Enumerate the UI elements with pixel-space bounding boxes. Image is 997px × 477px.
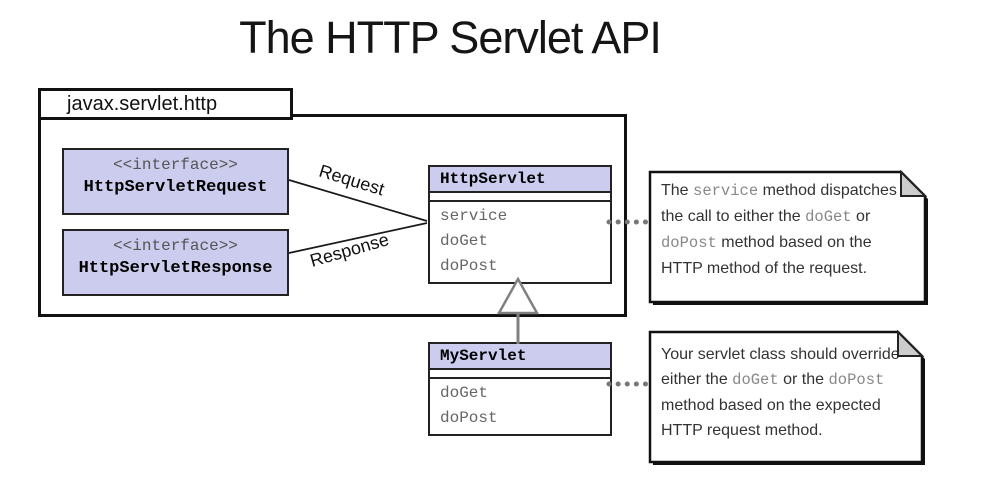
method-item: doPost (440, 257, 498, 275)
method-item: doPost (440, 409, 498, 427)
class-box-myservlet: MyServlet doGet doPost (428, 342, 612, 436)
note-text-segment: or the (778, 371, 829, 388)
method-item: doGet (440, 232, 489, 250)
note-text-segment: or (851, 208, 871, 225)
interface-name: HttpServletRequest (83, 178, 268, 197)
class-name: MyServlet (430, 344, 610, 370)
interface-box-httpservletrequest: <<interface>> HttpServletRequest (62, 148, 289, 215)
note-override-advice: Your servlet class should override eithe… (661, 342, 917, 443)
stereotype-label: <<interface>> (113, 156, 238, 174)
interface-name: HttpServletResponse (78, 259, 273, 278)
class-box-httpservlet: HttpServlet service doGet doPost (428, 165, 612, 284)
method-item: service (440, 207, 508, 225)
attributes-compartment (430, 193, 610, 202)
package-tab: javax.servlet.http (38, 88, 293, 120)
method-item: doGet (440, 384, 489, 402)
note-text-segment: method based on the expected HTTP reques… (661, 397, 881, 439)
methods-compartment: doGet doPost (430, 379, 610, 434)
note-code-segment: doGet (805, 208, 852, 226)
note-code-segment: doPost (661, 234, 717, 252)
package-name: javax.servlet.http (67, 93, 218, 115)
stereotype-label: <<interface>> (113, 237, 238, 255)
attributes-compartment (430, 370, 610, 379)
methods-compartment: service doGet doPost (430, 202, 610, 282)
note-code-segment: service (693, 182, 759, 200)
note-code-segment: doPost (828, 371, 885, 389)
class-name: HttpServlet (430, 167, 610, 193)
diagram-title: The HTTP Servlet API (239, 12, 662, 63)
interface-box-httpservletresponse: <<interface>> HttpServletResponse (62, 229, 289, 296)
note-code-segment: doGet (732, 371, 779, 389)
note-service-dispatch: The service method dispatches the call t… (661, 178, 915, 281)
note-text-segment: The (661, 182, 694, 199)
